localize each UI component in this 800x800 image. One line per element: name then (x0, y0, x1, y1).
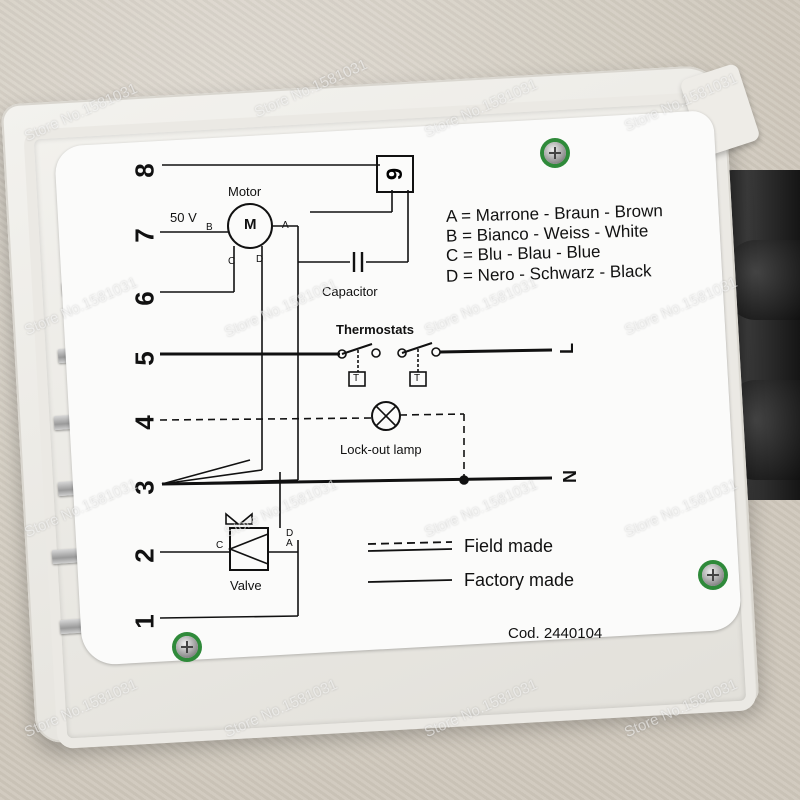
valve-pin-a: A (286, 538, 293, 549)
terminal-label-5: 5 (129, 351, 160, 366)
valve-pin-d: D (286, 528, 294, 539)
valve-title: Valve (230, 578, 262, 593)
screw-right (702, 564, 724, 586)
motor-voltage: 50 V (170, 210, 197, 225)
lockout-lamp-label: Lock-out lamp (340, 442, 422, 457)
thermostat-1-symbol: T (353, 373, 360, 384)
neutral-label: N (560, 470, 580, 483)
motor-title: Motor (228, 184, 262, 199)
terminal-block-9: 9 (376, 155, 414, 193)
terminal-label-6: 6 (129, 291, 160, 306)
terminal-label-7: 7 (129, 228, 160, 243)
motor-pin-d: D (256, 254, 264, 265)
terminal-block-9-label: 9 (382, 167, 407, 181)
thermostat-2-symbol: T (414, 373, 421, 384)
factory-made-label: Factory made (464, 570, 575, 590)
terminal-label-4: 4 (129, 415, 160, 430)
screw-bottom (176, 636, 198, 658)
capacitor-label: Capacitor (322, 284, 378, 299)
terminal-label-2: 2 (129, 548, 160, 563)
thermostats-label: Thermostats (336, 322, 415, 337)
motor-pin-c: C (228, 256, 236, 267)
motor-symbol: M (244, 216, 257, 233)
terminal-label-1: 1 (129, 614, 160, 629)
live-label: L (557, 343, 577, 354)
part-code: Cod. 2440104 (508, 625, 603, 642)
cable-boot-upper (726, 240, 800, 320)
motor-pin-b: B (206, 222, 213, 233)
motor-pin-a: A (282, 220, 289, 231)
screw-top (544, 142, 566, 164)
valve-pin-c: C (216, 540, 224, 551)
terminal-label-8: 8 (129, 163, 160, 178)
field-made-label: Field made (464, 536, 554, 556)
